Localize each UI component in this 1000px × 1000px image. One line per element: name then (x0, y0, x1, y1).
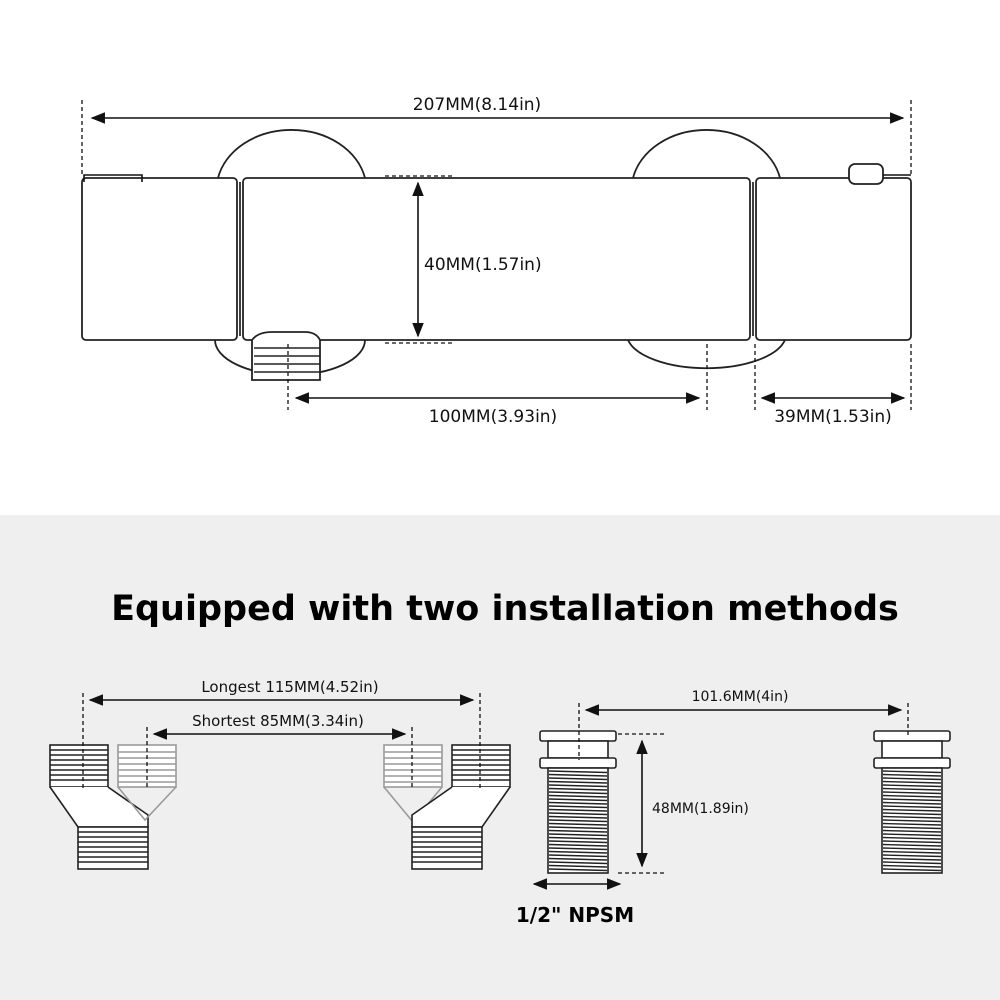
thread-line (548, 770, 608, 774)
thread-line (882, 805, 942, 809)
outlet-thread (251, 331, 321, 381)
thread-line (882, 773, 942, 777)
inlet-spacing-bottom-label: 101.6MM(4in) (692, 689, 789, 705)
thread-line (548, 777, 608, 781)
thread-line (548, 850, 608, 854)
thread-line (882, 854, 942, 858)
thread-line (882, 864, 942, 868)
thread-line (882, 798, 942, 802)
thread-line (548, 791, 608, 795)
thread-line (548, 773, 608, 777)
thread-line (548, 822, 608, 826)
lock-button (848, 163, 884, 185)
left-straight-inlet (539, 730, 617, 874)
thread-line (882, 784, 942, 788)
thread-line (882, 829, 942, 833)
right-eccentric-fitting-gray (383, 744, 443, 824)
thread-line (548, 812, 608, 816)
thread-line (882, 840, 942, 844)
end-length-label: 39MM(1.53in) (774, 407, 892, 427)
thread-line (548, 787, 608, 791)
thread-line (882, 794, 942, 798)
right-end-cap (755, 177, 912, 341)
thread-line (548, 829, 608, 833)
height-label: 40MM(1.57in) (424, 255, 542, 275)
right-straight-inlet (873, 730, 951, 874)
thread-line (882, 857, 942, 861)
thread-line (548, 861, 608, 865)
thread-line (882, 815, 942, 819)
thread-line (548, 801, 608, 805)
thread-line (548, 798, 608, 802)
thread-line (548, 815, 608, 819)
shortest-label: Shortest 85MM(3.34in) (192, 712, 364, 730)
thread-line (548, 843, 608, 847)
thread-size-label: 1/2" NPSM (516, 903, 634, 927)
thread-line (548, 805, 608, 809)
thread-line (548, 864, 608, 868)
thread-line (882, 777, 942, 781)
straight-inlets-diagram: 101.6MM(4in) 48MM(1.89in) 1/2" NPSM (516, 689, 951, 927)
thread-line (882, 791, 942, 795)
thread-line (548, 836, 608, 840)
thread-line (548, 780, 608, 784)
thread-line (548, 808, 608, 812)
thread-line (882, 843, 942, 847)
thread-line (882, 850, 942, 854)
section-heading: Equipped with two installation methods (111, 589, 899, 629)
left-eccentric-fitting-dark (49, 744, 149, 870)
thread-line (882, 812, 942, 816)
thread-line (882, 847, 942, 851)
thread-line (882, 822, 942, 826)
thread-line (548, 847, 608, 851)
thread-line (882, 770, 942, 774)
thread-line (882, 819, 942, 823)
thread-line (548, 794, 608, 798)
thread-line (882, 836, 942, 840)
thread-line (882, 801, 942, 805)
thread-line (548, 826, 608, 830)
thread-line (882, 833, 942, 837)
inlet-length-label: 48MM(1.89in) (652, 801, 749, 817)
thread-line (882, 826, 942, 830)
thread-line (882, 780, 942, 784)
thread-line (548, 868, 608, 872)
thread-line (548, 833, 608, 837)
eccentric-fittings-diagram: Longest 115MM(4.52in) Shortest 85MM(3.34… (49, 678, 511, 870)
thread-line (882, 808, 942, 812)
thread-line (882, 787, 942, 791)
left-cap-lip (83, 174, 143, 182)
thread-line (548, 854, 608, 858)
longest-label: Longest 115MM(4.52in) (201, 678, 378, 696)
left-end-cap (81, 177, 238, 341)
right-eccentric-fitting-dark (411, 744, 511, 870)
thread-line (548, 857, 608, 861)
thermostatic-bar-diagram: 207MM(8.14in) 40MM(1.57in) 100MM(3.93in)… (81, 95, 912, 427)
thread-line (548, 819, 608, 823)
thread-line (548, 840, 608, 844)
thread-line (548, 784, 608, 788)
thread-line (882, 861, 942, 865)
inlet-spacing-label: 100MM(3.93in) (429, 407, 557, 427)
middle-body (242, 177, 751, 341)
thread-line (882, 868, 942, 872)
overall-length-label: 207MM(8.14in) (413, 95, 541, 115)
